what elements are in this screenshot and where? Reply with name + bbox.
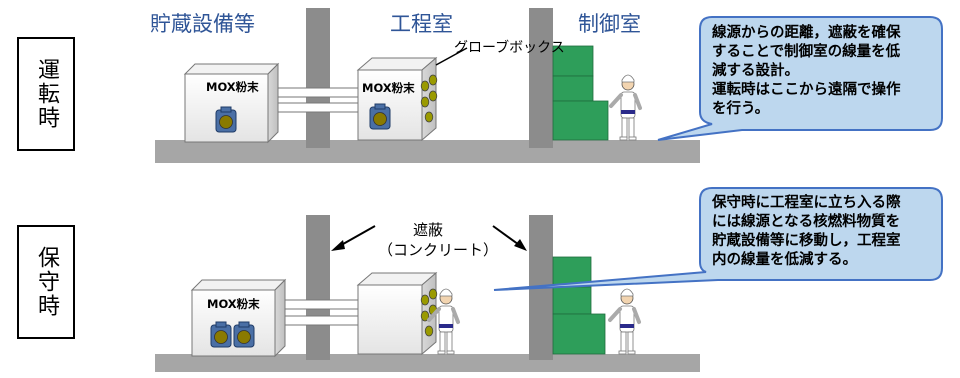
control-shield-top — [552, 45, 609, 141]
wall-bottom-1 — [306, 215, 330, 360]
callout-operation-line: を行う。 — [712, 101, 770, 117]
arrow-icon — [492, 225, 527, 251]
glovebox-bottom — [356, 271, 438, 356]
glove-port-icon — [420, 96, 430, 108]
mode-maintenance-text: 保守時 — [34, 246, 59, 318]
glove-port-icon — [420, 294, 430, 306]
control-shield-bottom — [552, 256, 606, 355]
mode-label-operation: 運転時 — [17, 37, 75, 151]
floor-bottom — [155, 354, 700, 372]
callout-maintenance-line: には線源となる核燃料物質を — [712, 214, 901, 230]
mox-label-storage-top: MOX粉末 — [206, 80, 259, 94]
mox-container-icon — [210, 321, 232, 348]
glove-port-icon — [428, 74, 438, 86]
mox-container-icon — [233, 321, 255, 348]
callout-operation — [657, 16, 943, 141]
mox-label-glovebox-top: MOX粉末 — [362, 81, 415, 95]
callout-operation-line: 線源からの距離，遮蔽を確保 — [712, 25, 901, 41]
glove-port-icon — [424, 111, 434, 123]
shield-label-line2: （コンクリート） — [378, 241, 499, 259]
title-process: 工程室 — [390, 12, 453, 36]
callout-maintenance-line: 内の線量を低減する。 — [712, 252, 857, 268]
glove-port-icon — [424, 325, 434, 337]
glove-port-icon — [420, 80, 430, 92]
mode-operation-text: 運転時 — [34, 58, 59, 130]
callout-operation-line: することで制御室の線量を低 — [712, 44, 901, 60]
floor-top — [155, 140, 700, 163]
title-storage: 貯蔵設備等 — [150, 12, 255, 36]
shield-label-line1: 遮蔽 — [413, 221, 444, 239]
callout-operation-line: 減する設計。 — [712, 63, 799, 79]
arrow-icon — [435, 47, 468, 66]
title-control: 制御室 — [578, 12, 641, 36]
glove-port-icon — [428, 90, 438, 102]
callout-operation-text: 線源からの距離，遮蔽を確保 することで制御室の線量を低 減する設計。 運転時はこ… — [712, 24, 940, 119]
glovebox-label: グローブボックス — [454, 40, 565, 56]
storage-box-bottom — [190, 278, 287, 358]
operation-panel — [155, 8, 943, 163]
arrow-icon — [331, 225, 376, 251]
wall-top-2 — [529, 8, 553, 148]
callout-operation-line: 運転時はここから遠隔で操作 — [712, 82, 901, 98]
maintenance-panel — [155, 187, 943, 372]
wall-top-1 — [306, 8, 330, 148]
mox-label-storage-bottom: MOX粉末 — [207, 297, 260, 311]
callout-maintenance-text: 保守時に工程室に立ち入る際 には線源となる核燃料物質を 貯蔵設備等に移動し，工程… — [712, 194, 940, 270]
mox-container-icon — [369, 103, 391, 130]
callout-maintenance-line: 保守時に工程室に立ち入る際 — [712, 195, 901, 211]
worker-icon — [608, 287, 641, 356]
callout-maintenance-line: 貯蔵設備等に移動し，工程室 — [712, 233, 901, 249]
storage-box-top — [183, 62, 280, 144]
callout-maintenance — [493, 187, 943, 291]
mode-label-maintenance: 保守時 — [17, 225, 75, 339]
mox-container-icon — [215, 106, 237, 133]
glovebox-top — [356, 56, 438, 142]
glove-port-icon — [428, 288, 438, 300]
worker-icon — [609, 73, 642, 142]
